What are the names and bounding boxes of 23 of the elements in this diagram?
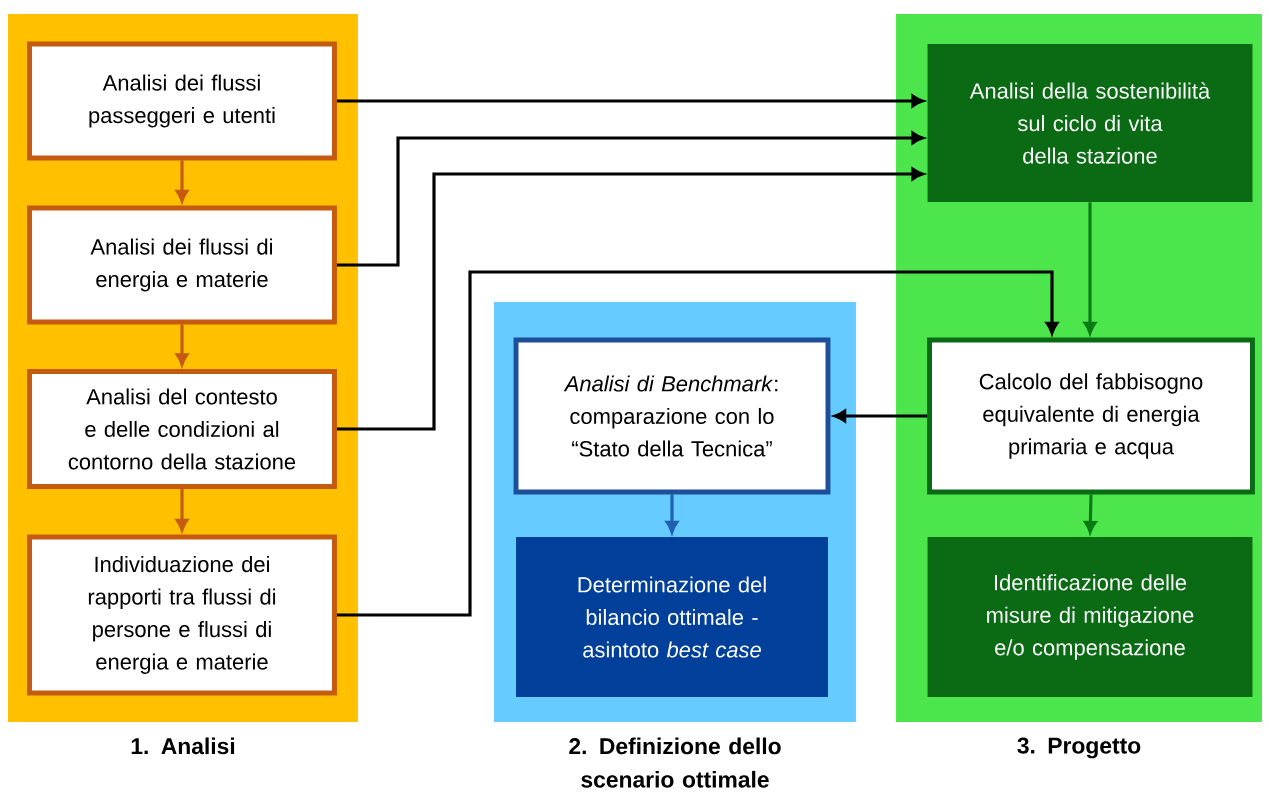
node-label: 3. Progetto (1017, 737, 1141, 759)
arrow (175, 324, 189, 366)
arrow (1083, 202, 1097, 335)
process-box: Analisi di Benchmark: comparazione con lo “Stato della Tecnica” (513, 337, 831, 495)
arrow (336, 270, 1059, 617)
arrow (336, 131, 924, 267)
process-box: Determinazione del bilancio ottimale - asintoto best case (516, 537, 828, 697)
process-box: Analisi della sostenibilità sul ciclo di vita della stazione (927, 44, 1253, 202)
process-box: Calcolo del fabbisogno equivalente di energia primaria e acqua (927, 337, 1255, 495)
process-box: Analisi dei flussi di energia e materie (27, 205, 337, 325)
arrow (336, 167, 924, 431)
process-box: Identificazione delle misure di mitigazione e/o compensazione (927, 537, 1253, 697)
arrow (175, 160, 189, 203)
arrow (833, 409, 928, 423)
process-box: Analisi del contesto e delle condizioni al contorno della stazione (27, 369, 337, 489)
node-label: 2. Definizione dello scenario ottimale (569, 737, 781, 788)
node-label: 1. Analisi (131, 737, 235, 755)
process-box: Individuazione dei rapporti tra flussi di persone e flussi di energia e materie (27, 534, 337, 696)
process-box: Analisi dei flussi passeggeri e utenti (27, 41, 337, 161)
arrow (1084, 494, 1097, 534)
arrow (175, 488, 189, 532)
arrow (665, 494, 679, 534)
arrow (336, 94, 924, 108)
